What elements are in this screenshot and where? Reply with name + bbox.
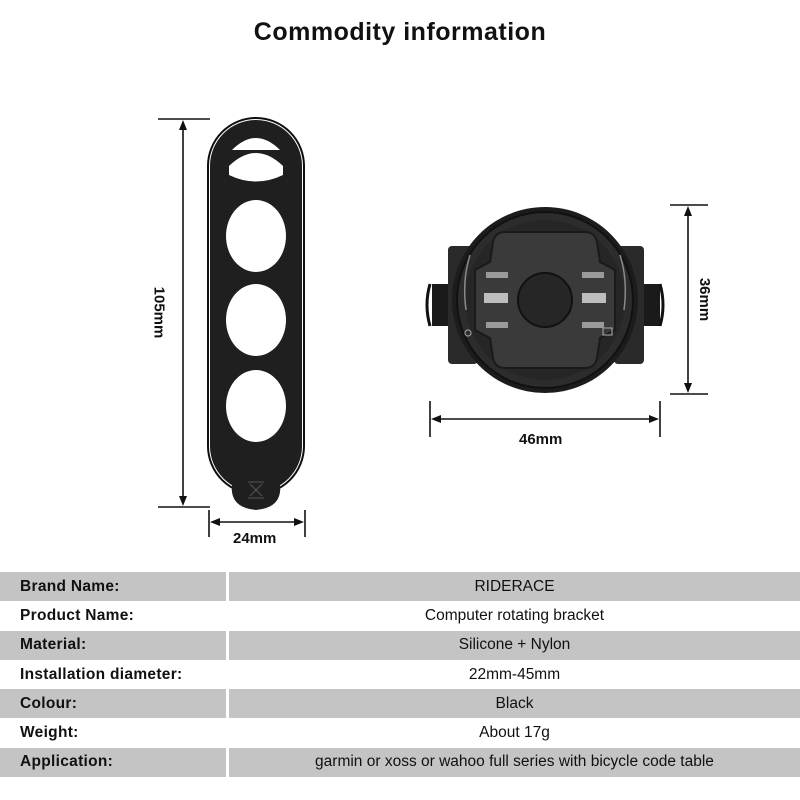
spec-row-brand: Brand Name: RIDERACE	[0, 572, 800, 602]
spec-value: 22mm-45mm	[468, 665, 561, 683]
spec-label: Application:	[0, 747, 226, 778]
spec-value: RIDERACE	[229, 572, 800, 602]
spec-label: Installation diameter:	[20, 665, 183, 683]
spec-row-colour: Colour: Black	[0, 689, 800, 719]
strap-width-dimension	[208, 510, 306, 537]
page-title: Commodity information	[253, 18, 547, 46]
spec-label: Product Name:	[20, 606, 135, 624]
spec-label: Material:	[0, 630, 226, 660]
rotating-mount	[425, 207, 665, 393]
spec-row-material: Material: Silicone + Nylon	[0, 630, 800, 660]
strap-height-label: 105mm	[150, 286, 168, 339]
spec-label: Colour:	[0, 689, 226, 719]
mount-width-label: 46mm	[519, 431, 563, 448]
spec-table: Brand Name: RIDERACE Product Name: Compu…	[0, 572, 800, 778]
spec-value: Computer rotating bracket	[424, 606, 605, 624]
spec-row-product: Product Name: Computer rotating bracket	[0, 601, 800, 630]
spec-label: Weight:	[20, 724, 79, 742]
spec-row-weight: Weight: About 17g	[0, 718, 800, 747]
spec-label: Brand Name:	[0, 572, 226, 602]
spec-row-application: Application: garmin or xoss or wahoo ful…	[0, 747, 800, 778]
mount-height-label: 36mm	[696, 277, 714, 322]
mount-height-dimension	[670, 204, 708, 395]
strap-height-dimension	[158, 118, 210, 508]
spec-value: garmin or xoss or wahoo full series with…	[229, 747, 800, 778]
strap-width-label: 24mm	[233, 530, 277, 547]
spec-value: About 17g	[479, 724, 550, 742]
mount-width-dimension	[429, 401, 661, 437]
spec-value: Silicone + Nylon	[229, 630, 800, 660]
product-illustration	[158, 117, 708, 537]
spec-value: Black	[229, 689, 800, 719]
silicone-strap	[207, 117, 305, 510]
spec-row-diameter: Installation diameter: 22mm-45mm	[0, 660, 800, 689]
